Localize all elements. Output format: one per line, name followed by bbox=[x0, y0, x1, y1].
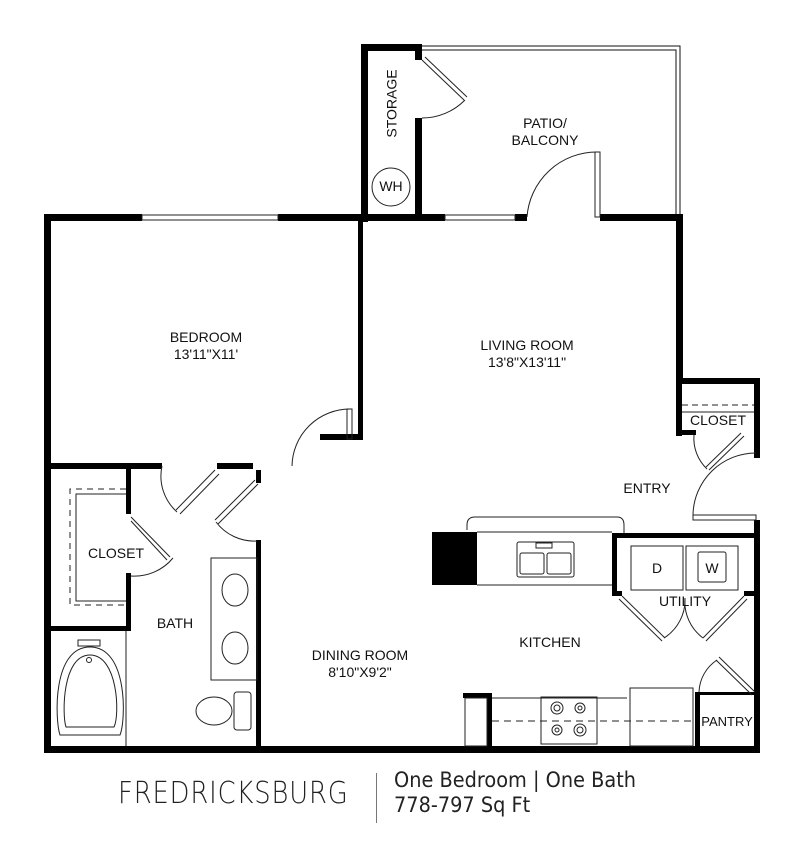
sink-icon bbox=[516, 541, 575, 578]
washer-label: W bbox=[705, 560, 719, 576]
water-heater-icon bbox=[371, 167, 411, 207]
patio-railing bbox=[420, 45, 681, 214]
storage-label: STORAGE bbox=[383, 69, 400, 138]
plan-layout: One Bedroom | One Bath bbox=[394, 768, 637, 792]
bedroom-closet-label: CLOSET bbox=[87, 545, 144, 561]
living-window bbox=[444, 214, 516, 221]
kitchen-counter-lower bbox=[464, 687, 695, 747]
kitchen-label: KITCHEN bbox=[519, 634, 581, 650]
plan-area: 778-797 Sq Ft bbox=[394, 793, 531, 817]
bathtub bbox=[56, 631, 127, 746]
entry-closet bbox=[682, 404, 754, 471]
dryer-icon bbox=[630, 545, 684, 591]
patio-door bbox=[526, 151, 601, 218]
bath-entry-doors bbox=[160, 465, 259, 542]
living-room-label: LIVING ROOM 13'8"X13'11" bbox=[480, 337, 574, 370]
bedroom-label: BEDROOM 13'11"X11' bbox=[169, 329, 243, 362]
bath-label: BATH bbox=[156, 615, 194, 631]
patio-label: PATIO/ BALCONY bbox=[511, 115, 579, 148]
dining-room-label: DINING ROOM 8'10"X9'2" bbox=[311, 647, 409, 680]
utility-appliances bbox=[618, 545, 748, 642]
kitchen-counter-upper bbox=[466, 516, 625, 586]
entry-door bbox=[692, 452, 757, 521]
plan-info: One Bedroom | One Bath 778-797 Sq Ft bbox=[394, 768, 636, 818]
pantry-label: PANTRY bbox=[701, 714, 753, 729]
water-heater-label: WH bbox=[379, 178, 403, 194]
vanity bbox=[210, 557, 258, 681]
bedroom-window bbox=[141, 214, 279, 221]
storage-door bbox=[421, 56, 468, 119]
utility-label: UTILITY bbox=[658, 593, 712, 609]
dryer-label: D bbox=[651, 560, 663, 576]
washer-icon bbox=[685, 545, 739, 591]
bedroom-door bbox=[291, 408, 353, 467]
toilet bbox=[195, 691, 252, 731]
footer-divider bbox=[376, 773, 377, 823]
stove-icon bbox=[540, 696, 598, 745]
dishwasher-icon bbox=[629, 687, 694, 747]
pantry-door bbox=[698, 656, 756, 696]
walls bbox=[44, 44, 760, 753]
bedroom-closet bbox=[69, 488, 174, 606]
plan-name: FREDRICKSBURG bbox=[118, 776, 349, 811]
entry-closet-label: CLOSET bbox=[689, 412, 746, 428]
entry-label: ENTRY bbox=[623, 480, 671, 496]
